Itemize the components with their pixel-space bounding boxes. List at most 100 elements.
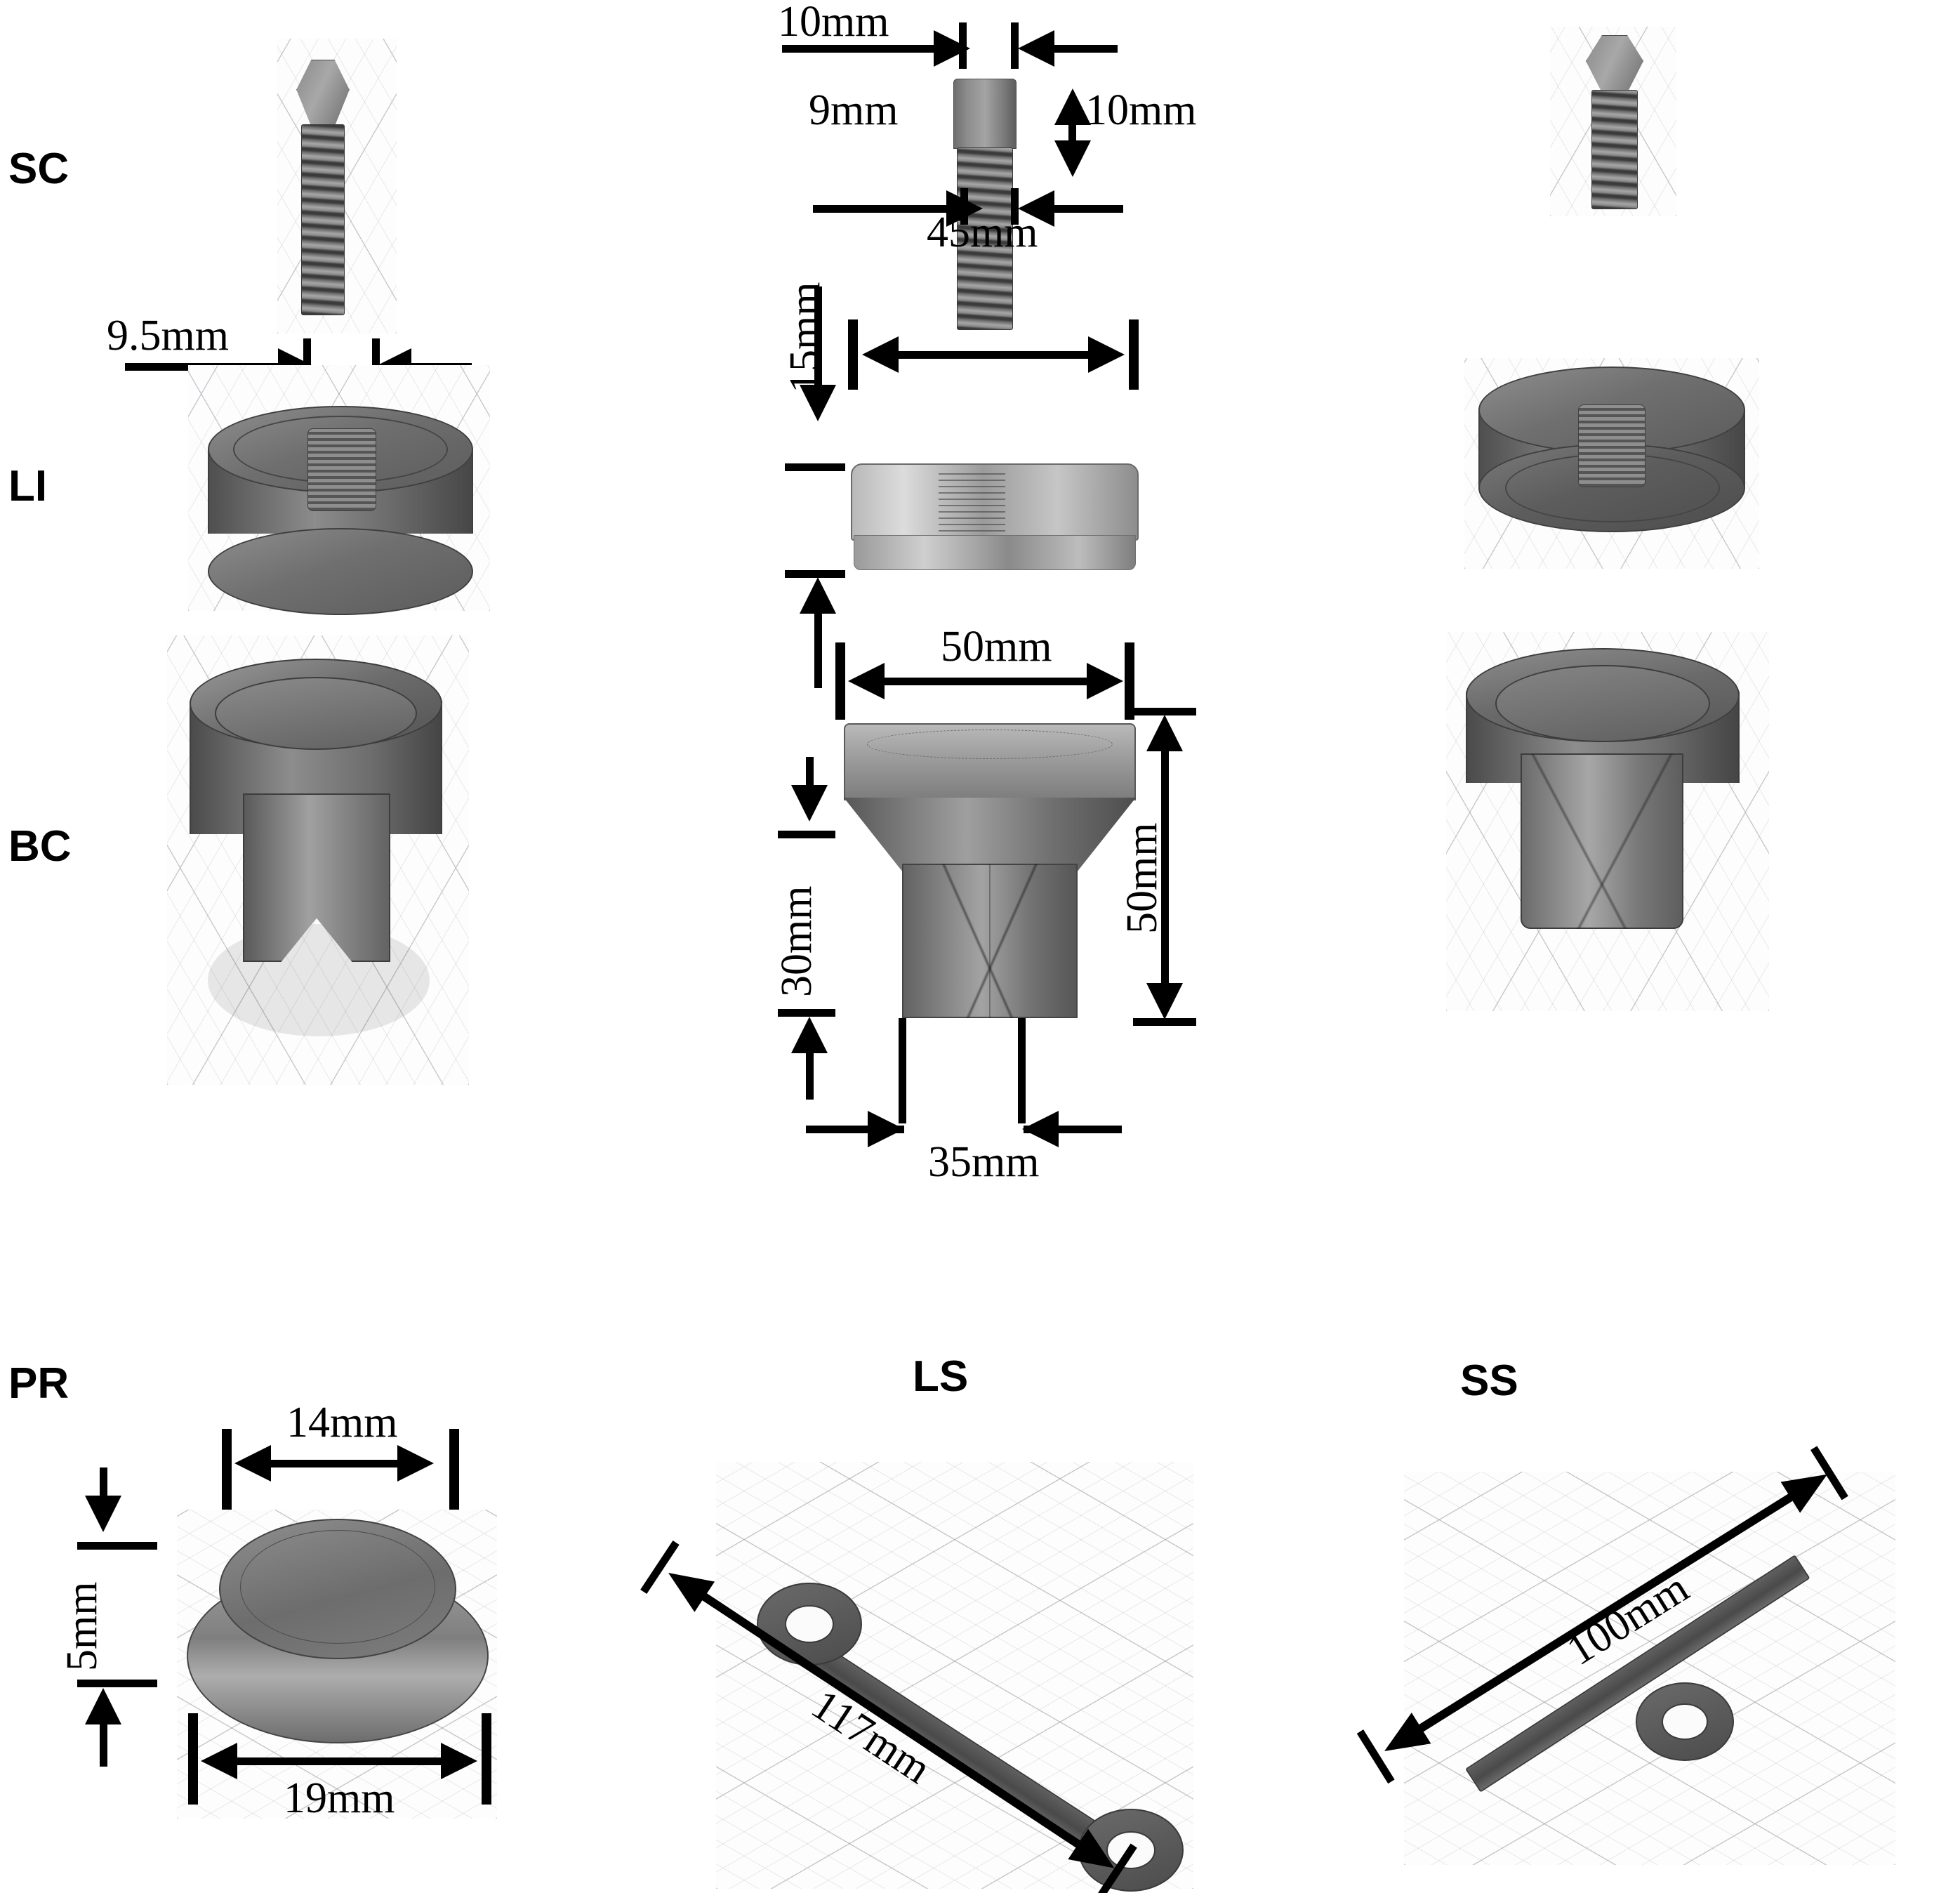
dim-label-sc-head-dia: 10mm	[778, 0, 889, 46]
dim-arrow-bc-toth-up	[1146, 715, 1183, 751]
dim-line-sc-shank-left	[813, 205, 970, 213]
dim-line-sc-shank-right	[1040, 205, 1123, 213]
dim-ext-pr-basedia-b	[482, 1713, 491, 1805]
dim-line-li-height-top	[814, 286, 822, 399]
dim-arrow-bc-stemh-up	[791, 1017, 828, 1053]
dim-ext-bc-stemh-a	[778, 831, 835, 838]
dim-line-pr-topdia	[264, 1460, 411, 1467]
part-label-ss: SS	[1460, 1357, 1518, 1405]
screw-cylindrical-head	[953, 79, 1017, 149]
ls-handle-bar	[792, 1634, 1127, 1867]
ss-eye-center-hole	[1662, 1703, 1708, 1740]
bc-stem-edges	[902, 864, 1078, 1018]
dim-arrow-pr-basedia-right	[441, 1743, 477, 1779]
dim-label-pr-height: 5mm	[58, 1581, 106, 1671]
dim-line-sc-headh	[1068, 105, 1076, 149]
dim-label-li-bore: 9.5mm	[107, 312, 229, 360]
dim-arrow-bc-toth-down	[1146, 983, 1183, 1020]
dim-ext-sc-shank-a	[960, 188, 968, 225]
dim-ext-bc-stemh-b	[778, 1009, 835, 1017]
dim-ext-pr-height-a	[77, 1542, 157, 1550]
dim-arrow-sc-shank-left	[1018, 190, 1054, 227]
dim-ext-li-height-a	[785, 463, 845, 471]
row-label-sc: SC	[8, 145, 69, 193]
part-screw-right	[1585, 35, 1644, 211]
part-screw-left	[296, 60, 350, 315]
dim-arrow-pr-height-down	[85, 1496, 121, 1532]
dim-line-pr-basedia	[230, 1757, 455, 1765]
bc-collar-inner-ring-right	[1495, 665, 1710, 742]
dim-line-bc-stemh-top	[806, 757, 814, 810]
dim-label-pr-base-dia: 19mm	[284, 1774, 395, 1822]
dim-line-bc-stemw-right	[1024, 1126, 1122, 1133]
lid-knurled-skirt	[854, 535, 1136, 570]
dim-arrow-li-height-down	[800, 385, 836, 421]
bc-taper	[844, 798, 1136, 871]
dim-ext-sc-head-a	[959, 22, 967, 69]
dim-arrow-pr-height-up	[85, 1688, 121, 1724]
part-bottlecap-right	[1453, 635, 1762, 1008]
dim-ext-pr-topdia-b	[449, 1429, 459, 1513]
dim-arrow-sc-head-left	[1018, 30, 1054, 67]
dim-label-bc-stem-height: 30mm	[773, 885, 821, 997]
ls-eye-top	[757, 1583, 862, 1666]
lid-internal-thread	[939, 470, 1005, 538]
screw-threaded-shank	[301, 124, 345, 315]
dim-ext-bc-stemw-a	[899, 1018, 906, 1123]
dim-line-bc-toth	[1161, 748, 1169, 995]
screw-hex-head	[296, 60, 350, 126]
dim-arrow-li-height-up	[800, 577, 836, 614]
dim-ext-bc-topdia-b	[1125, 642, 1134, 720]
lid-bottom-disc	[208, 528, 473, 615]
screw-threaded-shank-right	[1591, 90, 1638, 209]
dim-ext-sc-head-b	[1011, 22, 1019, 69]
dim-ext-bc-stemw-b	[1018, 1018, 1026, 1123]
row-label-bc: BC	[8, 822, 72, 871]
dim-ext-pr-topdia-a	[222, 1429, 232, 1513]
ss-eye-center	[1636, 1682, 1734, 1761]
part-rubber-plug	[187, 1513, 489, 1787]
part-bottlecap-mid	[835, 723, 1144, 1053]
dim-arrow-bc-stemh-down	[791, 785, 828, 822]
dim-ext-li-height-b	[785, 570, 845, 578]
part-lid-left	[204, 372, 477, 615]
dim-ext-sc-shank-b	[1011, 188, 1019, 225]
dim-ext-li-dia-b	[1129, 319, 1139, 390]
dim-line-pr-height-top	[100, 1467, 107, 1511]
dim-label-pr-top-dia: 14mm	[286, 1399, 398, 1446]
part-short-spanner	[1404, 1472, 1895, 1865]
dim-line-li-height-bottom	[814, 611, 822, 688]
dim-label-bc-total-height: 50mm	[1118, 822, 1166, 934]
dim-line-li-dia	[892, 351, 1102, 359]
row-label-li: LI	[8, 462, 48, 510]
bc-ground-shadow	[208, 924, 430, 1036]
dim-label-bc-stem-width: 35mm	[928, 1138, 1040, 1186]
screw-threaded-shank-mid	[957, 147, 1013, 330]
dim-line-sc-head-right	[1040, 45, 1118, 53]
dim-label-li-diameter: 45mm	[927, 209, 1038, 256]
dim-label-sc-shank-dia: 9mm	[809, 86, 899, 134]
dim-line-pr-height-bottom	[100, 1724, 107, 1767]
part-bottlecap-left	[174, 646, 462, 1074]
dim-label-bc-top-dia: 50mm	[941, 623, 1052, 671]
screw-hex-head-right	[1585, 35, 1644, 93]
dim-line-bc-topdia	[878, 678, 1102, 685]
dim-arrow-bc-topdia-right	[1087, 663, 1123, 699]
part-long-spanner	[716, 1462, 1193, 1892]
bc-flange-bore-hint	[867, 730, 1113, 759]
part-label-ls: LS	[913, 1352, 969, 1401]
dim-ext-bc-toth-b	[1133, 1018, 1196, 1026]
dim-line-bc-stemw-left	[806, 1126, 904, 1133]
dim-arrow-sc-headh-down	[1054, 140, 1091, 177]
dim-ext-pr-height-b	[77, 1680, 157, 1687]
bc-collar-inner-ring	[215, 677, 417, 750]
dim-arrow-bc-stemw-right	[868, 1111, 904, 1147]
plug-top-inner-ring	[240, 1530, 435, 1644]
dim-line-bc-stemh-bottom	[806, 1052, 814, 1100]
part-lid-mid	[851, 463, 1139, 572]
lid-threaded-bore	[307, 428, 376, 511]
lid-threaded-bore-right	[1578, 404, 1646, 487]
dim-ext-li-dia-a	[848, 319, 858, 390]
dim-arrow-li-dia-right	[1088, 336, 1125, 373]
